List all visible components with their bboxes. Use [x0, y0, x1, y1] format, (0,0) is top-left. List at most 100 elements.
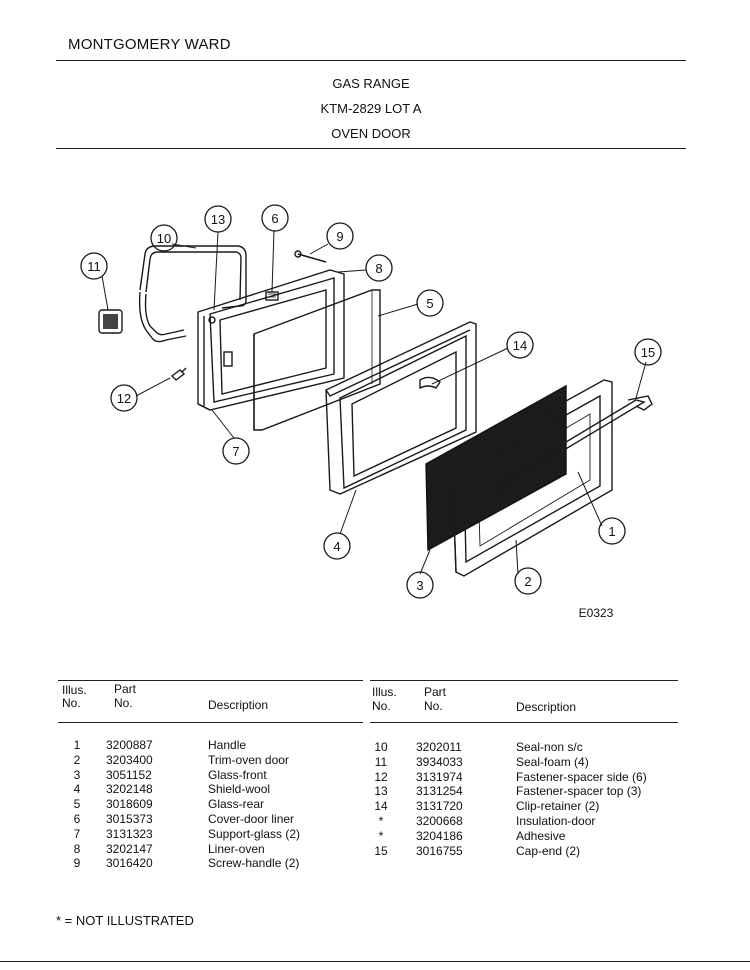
- fastener-side-part: [170, 367, 187, 381]
- description-header: Description: [516, 700, 577, 714]
- product-title: GAS RANGE: [332, 76, 410, 91]
- description-cell: Fastener-spacer top (3): [516, 784, 642, 799]
- part-no-cell: 3131720: [416, 799, 463, 814]
- callout-12: 12: [117, 391, 131, 406]
- table-row: 13 3131254 Fastener-spacer top (3): [370, 784, 678, 799]
- callout-3: 3: [416, 578, 423, 593]
- handle-part: [494, 395, 653, 495]
- description-header: Description: [208, 698, 269, 712]
- table-row: 8 3202147 Liner-oven: [58, 842, 358, 857]
- illus-no-cell: *: [378, 828, 384, 843]
- rear-glass-part: [253, 289, 381, 431]
- table-header-rule: [58, 722, 363, 723]
- description-cell: Trim-oven door: [208, 752, 289, 767]
- illus-no-cell: 14: [374, 799, 388, 814]
- callout-1: 1: [608, 524, 615, 539]
- part-no-cell: 3202011: [416, 740, 462, 754]
- foam-seal-part: [98, 309, 123, 334]
- description-cell: Handle: [208, 738, 247, 752]
- header-rule: [56, 60, 686, 61]
- part-no-cell: 3131323: [106, 826, 153, 841]
- description-cell: Liner-oven: [208, 841, 265, 856]
- table-row: 2 3203400 Trim-oven door: [58, 753, 358, 768]
- leader-lines: [101, 229, 647, 575]
- illus-no-cell: 6: [73, 811, 81, 826]
- illus-no-cell: 4: [73, 782, 81, 797]
- part-no-cell: 3015373: [106, 811, 153, 826]
- table-row: 12 3131974 Fastener-spacer side (6): [370, 770, 678, 785]
- illus-no-cell: 8: [73, 841, 81, 856]
- callout-5: 5: [426, 296, 433, 311]
- callout-10: 10: [157, 231, 171, 246]
- description-cell: Shield-wool: [208, 782, 271, 797]
- table-row: 7 3131323 Support-glass (2): [58, 827, 358, 842]
- illus-no-cell: 10: [374, 740, 388, 754]
- callout-6: 6: [271, 211, 278, 226]
- part-no-cell: 3204186: [416, 828, 463, 843]
- model-title: KTM-2829 LOT A: [320, 101, 422, 116]
- illus-no-cell: *: [378, 813, 384, 828]
- footnote: * = NOT ILLUSTRATED: [56, 913, 194, 928]
- description-cell: Glass-front: [208, 767, 267, 782]
- description-cell: Fastener-spacer side (6): [516, 769, 647, 784]
- description-cell: Support-glass (2): [208, 826, 301, 841]
- callout-2: 2: [524, 574, 531, 589]
- trim-part: [451, 379, 613, 577]
- part-header-top: Part: [424, 685, 447, 699]
- description-cell: Seal-foam (4): [516, 754, 589, 769]
- illus-no-cell: 3: [73, 767, 81, 782]
- description-cell: Insulation-door: [516, 813, 596, 828]
- description-cell: Adhesive: [516, 828, 566, 843]
- illus-no-cell: 9: [73, 856, 81, 871]
- description-cell: Cap-end (2): [516, 843, 581, 858]
- description-cell: Glass-rear: [208, 797, 265, 812]
- callout-4: 4: [333, 539, 340, 554]
- part-no-cell: 3200668: [416, 813, 463, 828]
- part-no-cell: 3016755: [416, 843, 463, 858]
- liner-part: [197, 269, 345, 411]
- part-no-cell: 3016420: [106, 856, 153, 871]
- table-row: 6 3015373 Cover-door liner: [58, 812, 358, 827]
- table-row: 14 3131720 Clip-retainer (2): [370, 799, 678, 814]
- callout-9: 9: [336, 229, 343, 244]
- description-cell: Cover-door liner: [208, 811, 295, 826]
- figure-code: E0323: [579, 606, 614, 620]
- part-no-cell: 3131254: [416, 784, 463, 799]
- exploded-parts-diagram: 10 11 13 6 9 8 5 14 15 12 7 4 1 3 2 E032…: [0, 180, 750, 640]
- shield-part: [325, 321, 477, 495]
- illus-no-cell: 7: [73, 826, 81, 841]
- description-cell: Clip-retainer (2): [516, 799, 600, 814]
- table-row: * 3204186 Adhesive: [370, 829, 678, 844]
- callout-circles: [80, 204, 662, 599]
- illus-no-cell: 15: [374, 843, 388, 858]
- table-row: * 3200668 Insulation-door: [370, 814, 678, 829]
- callout-8: 8: [375, 261, 382, 276]
- callout-7: 7: [232, 444, 239, 459]
- illus-header-bottom: No.: [372, 699, 391, 713]
- footer-rule: [0, 961, 750, 962]
- table-top-rule: [370, 680, 678, 681]
- illus-no-cell: 13: [374, 784, 388, 799]
- part-no-cell: 3202148: [106, 782, 153, 797]
- part-no-cell: 3131974: [416, 769, 463, 784]
- illus-no-cell: 11: [374, 754, 388, 769]
- illus-no-cell: 1: [73, 738, 81, 752]
- part-no-cell: 3934033: [416, 754, 463, 769]
- table-row: 4 3202148 Shield-wool: [58, 782, 358, 797]
- table-row: 15 3016755 Cap-end (2): [370, 844, 678, 859]
- part-header-bottom: No.: [424, 699, 443, 713]
- callout-14: 14: [513, 338, 527, 353]
- illus-no-cell: 2: [73, 752, 81, 767]
- part-no-cell: 3202147: [106, 841, 153, 856]
- illus-no-cell: 12: [374, 769, 388, 784]
- illus-header-bottom: No.: [62, 696, 81, 710]
- illus-header-top: Illus.: [372, 685, 397, 699]
- part-no-cell: 3203400: [106, 752, 153, 767]
- part-no-cell: 3051152: [106, 767, 152, 782]
- screw-part: [294, 250, 327, 263]
- callout-13: 13: [211, 212, 225, 227]
